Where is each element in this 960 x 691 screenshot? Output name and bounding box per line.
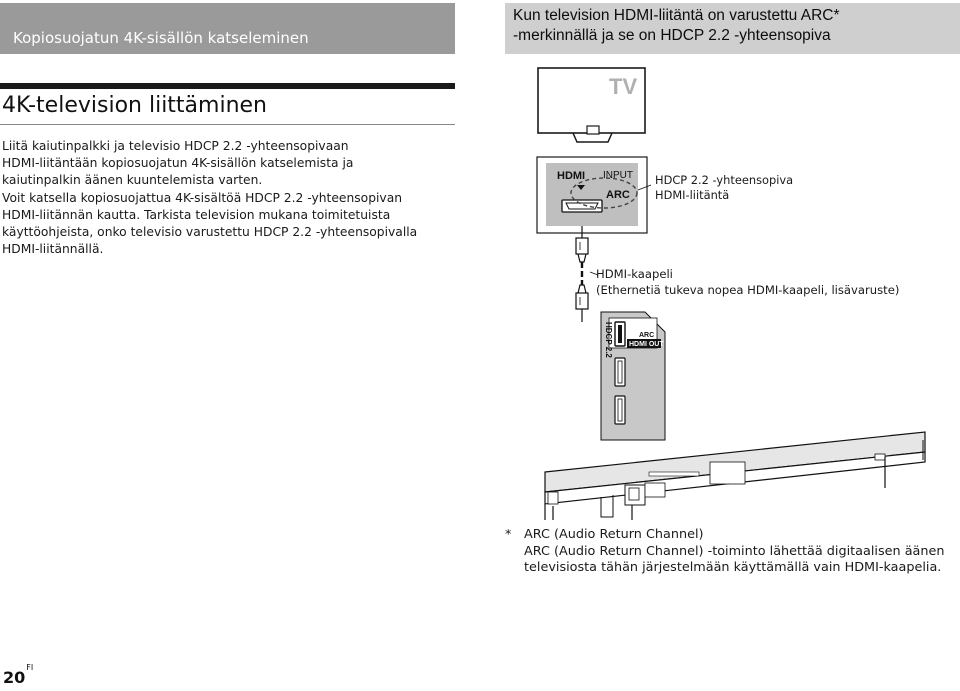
condition-header-line-2: -merkinnällä ja se on HDCP 2.2 -yhteenso…: [513, 27, 831, 44]
bar-arc-label: ARC: [639, 332, 654, 339]
body-line: Voit katsella kopiosuojattua 4K-sisältöä…: [2, 190, 403, 205]
body-line: HDMI-liitännällä.: [2, 242, 104, 257]
tv-input-label: INPUT: [603, 170, 633, 181]
footnote-line: ARC (Audio Return Channel): [524, 527, 704, 542]
bar-hdcp-label: HDCP 2.2: [604, 322, 613, 358]
page-heading: 4K-television liittäminen: [2, 93, 267, 118]
tv-label: TV: [609, 74, 637, 99]
body-line: HDMI-liitäntään kopiosuojatun 4K-sisällö…: [2, 156, 354, 171]
tv-hdmi-logo: HDMI: [557, 170, 585, 182]
heading-rule: [0, 83, 455, 89]
heading-underline: [0, 124, 455, 125]
condition-header-line-1: Kun television HDMI-liitäntä on varustet…: [513, 7, 840, 24]
bar-hdmi-out-label: HDMI OUT: [629, 341, 664, 348]
cable-callout-line: (Ethernetiä tukeva nopea HDMI-kaapeli, l…: [596, 283, 900, 297]
hdcp-callout-line: HDMI-liitäntä: [655, 188, 730, 202]
connection-diagram: TV HDMI INPUT ARC HDCP 2.2 ARC: [536, 67, 926, 520]
hdcp-callout-line: HDCP 2.2 -yhteensopiva: [655, 173, 794, 187]
section-header-title: Kopiosuojatun 4K-sisällön katseleminen: [13, 29, 309, 47]
cable-callout-line: HDMI-kaapeli: [596, 267, 673, 281]
page-number-value: 20: [3, 668, 26, 687]
tv-illustration: TV: [537, 67, 646, 143]
hdmi-cable-callout: HDMI-kaapeli (Ethernetiä tukeva nopea HD…: [596, 266, 899, 298]
page-number: 20FI: [3, 663, 33, 687]
body-line: HDMI-liitännän kautta. Tarkista televisi…: [2, 207, 391, 222]
body-paragraph: Liitä kaiutinpalkki ja televisio HDCP 2.…: [2, 138, 454, 258]
section-header: Kopiosuojatun 4K-sisällön katseleminen: [0, 3, 455, 54]
body-line: Liitä kaiutinpalkki ja televisio HDCP 2.…: [2, 139, 349, 153]
footnote-line: ARC (Audio Return Channel) -toiminto läh…: [524, 543, 945, 559]
soundbar-illustration: [544, 431, 926, 520]
hdmi-cable: [575, 226, 599, 322]
footnote-line: televisiosta tähän järjestelmään käyttäm…: [524, 560, 942, 576]
body-line: käyttöohjeista, onko televisio varustett…: [2, 225, 418, 240]
tv-hdmi-input-panel: HDMI INPUT ARC: [536, 156, 652, 234]
soundbar-port-panel: HDCP 2.2 ARC HDMI OUT: [600, 311, 666, 441]
tv-arc-label: ARC: [606, 189, 630, 201]
condition-header: Kun television HDMI-liitäntä on varustet…: [505, 3, 960, 54]
hdcp-port-callout: HDCP 2.2 -yhteensopiva HDMI-liitäntä: [655, 173, 793, 203]
footnote-marker: *: [505, 527, 512, 542]
body-line: kaiutinpalkin äänen kuuntelemista varten…: [2, 173, 263, 188]
page-language-code: FI: [26, 662, 34, 672]
